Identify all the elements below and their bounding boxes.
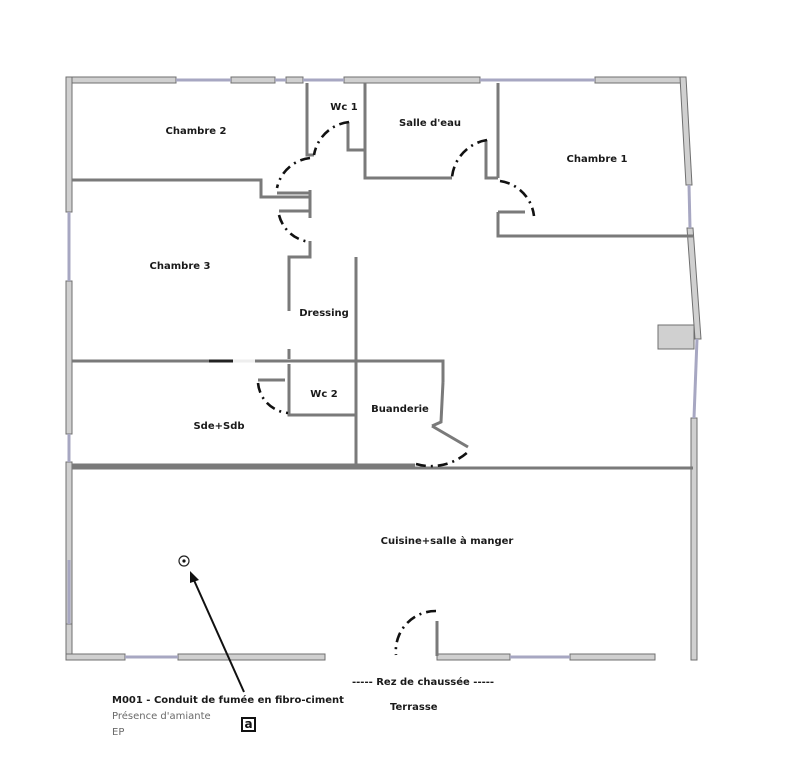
asbestos-a-icon: a [241, 717, 256, 732]
room-label-buanderie: Buanderie [371, 404, 429, 415]
windows [67, 78, 699, 659]
door-swings [256, 120, 536, 656]
legend-type: EP [112, 727, 125, 738]
room-label-chambre-2: Chambre 2 [166, 126, 227, 137]
room-label-cuisine: Cuisine+salle à manger [381, 535, 514, 547]
door-swing-chambre2 [275, 156, 311, 189]
door-swing-chambre1 [499, 179, 536, 217]
room-labels: Chambre 2 Wc 1 Salle d'eau Chambre 1 Cha… [150, 102, 628, 547]
target-point-icon[interactable] [178, 555, 190, 567]
door-swing-sde [256, 382, 289, 415]
room-label-dressing: Dressing [299, 308, 349, 319]
room-label-wc-1: Wc 1 [330, 102, 357, 113]
room-label-salle-d-eau: Salle d'eau [399, 118, 461, 129]
legend-status: Présence d'amiante [112, 711, 211, 722]
interior-walls [72, 83, 693, 656]
asbestos-a-letter: a [243, 717, 254, 731]
room-label-wc-2: Wc 2 [310, 389, 337, 400]
door-swing-salle-eau [450, 138, 488, 178]
door-swing-entry [394, 609, 437, 656]
door-swing-chambre3 [277, 214, 311, 244]
room-label-chambre-1: Chambre 1 [567, 154, 628, 165]
legend-marker-title: M001 - Conduit de fumée en fibro-ciment [112, 695, 344, 706]
terrace-label: Terrasse [390, 702, 438, 713]
door-swing-wc1 [312, 120, 350, 156]
floor-level-label: ----- Rez de chaussée ----- [352, 677, 495, 688]
room-label-sde-sdb: Sde+Sdb [193, 421, 244, 432]
room-label-chambre-3: Chambre 3 [150, 261, 211, 272]
arrow-icon [190, 571, 245, 693]
door-swing-buanderie [415, 449, 471, 468]
